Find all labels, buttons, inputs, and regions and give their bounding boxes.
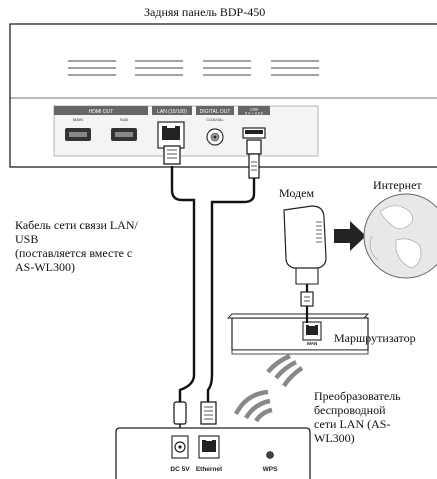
ethernet-label: Ethernet (196, 466, 223, 473)
dc-5v-label: DC 5V (170, 466, 190, 473)
modem-router-cable (300, 284, 314, 323)
cable-label-line: (поставляется вместе с (15, 246, 133, 260)
dc-plug-icon (173, 401, 187, 430)
adapter-label-line: беспроводной (314, 403, 386, 417)
lan-port-label: LAN (10/100) (157, 109, 187, 115)
wireless-lan-adapter: DC 5V Ethernet WPS (115, 427, 311, 479)
adapter-label-line: Преобразователь (314, 389, 401, 403)
wan-port-label: WAN (307, 341, 318, 346)
cable-label-line: USB (15, 232, 39, 246)
usb-plug-icon (246, 139, 262, 179)
hdmi-main-label: MAIN (73, 117, 83, 122)
lan-plug-icon (163, 145, 181, 165)
wps-label: WPS (263, 466, 278, 473)
globe-icon (363, 193, 437, 279)
cable-label-line: AS-WL300) (15, 260, 75, 274)
digital-out-label: DIGITAL OUT (200, 109, 231, 115)
cable-label: Кабель сети связи LAN/ USB (поставляется… (15, 218, 205, 274)
usb-rating-label: 5 V ⎓ 0.5 A (245, 112, 264, 116)
coaxial-label: COAXIAL (206, 117, 224, 122)
router-wifi-signal-icon (266, 353, 304, 388)
ethernet-plug-icon (200, 401, 217, 425)
wan-port (302, 321, 322, 341)
arrow-right-icon (334, 221, 366, 251)
internet-label: Интернет (373, 178, 422, 192)
adapter-label: Преобразователь беспроводной сети LAN (A… (314, 389, 436, 445)
coaxial-port (206, 128, 224, 146)
usb-port (242, 127, 266, 139)
ethernet-port (198, 435, 220, 459)
adapter-label-line: WL300) (314, 431, 355, 445)
lan-port (157, 121, 185, 149)
vent-grille (68, 60, 319, 76)
hdmi-sub-label: SUB (120, 117, 129, 122)
player-rear-panel: HDMI OUT MAIN SUB LAN (10/100) DIGITAL O… (9, 23, 437, 168)
router-label: Маршрутизатор (334, 331, 416, 345)
cable-label-line: Кабель сети связи LAN/ (15, 218, 138, 232)
hdmi-main-port (65, 128, 91, 141)
hdmi-sub-port (111, 128, 137, 141)
router: WAN (226, 313, 370, 355)
modem (283, 205, 327, 285)
wifi-signal-icon (233, 389, 273, 423)
hdmi-out-label: HDMI OUT (89, 109, 114, 115)
adapter-label-line: сети LAN (AS- (314, 417, 391, 431)
panel-title: Задняя панель BDP-450 (144, 5, 266, 19)
usb-label: USB (250, 107, 259, 112)
dc-5v-port (171, 435, 189, 459)
wps-button (266, 451, 274, 459)
modem-label: Модем (279, 186, 315, 200)
lan-usb-cable (170, 166, 256, 402)
